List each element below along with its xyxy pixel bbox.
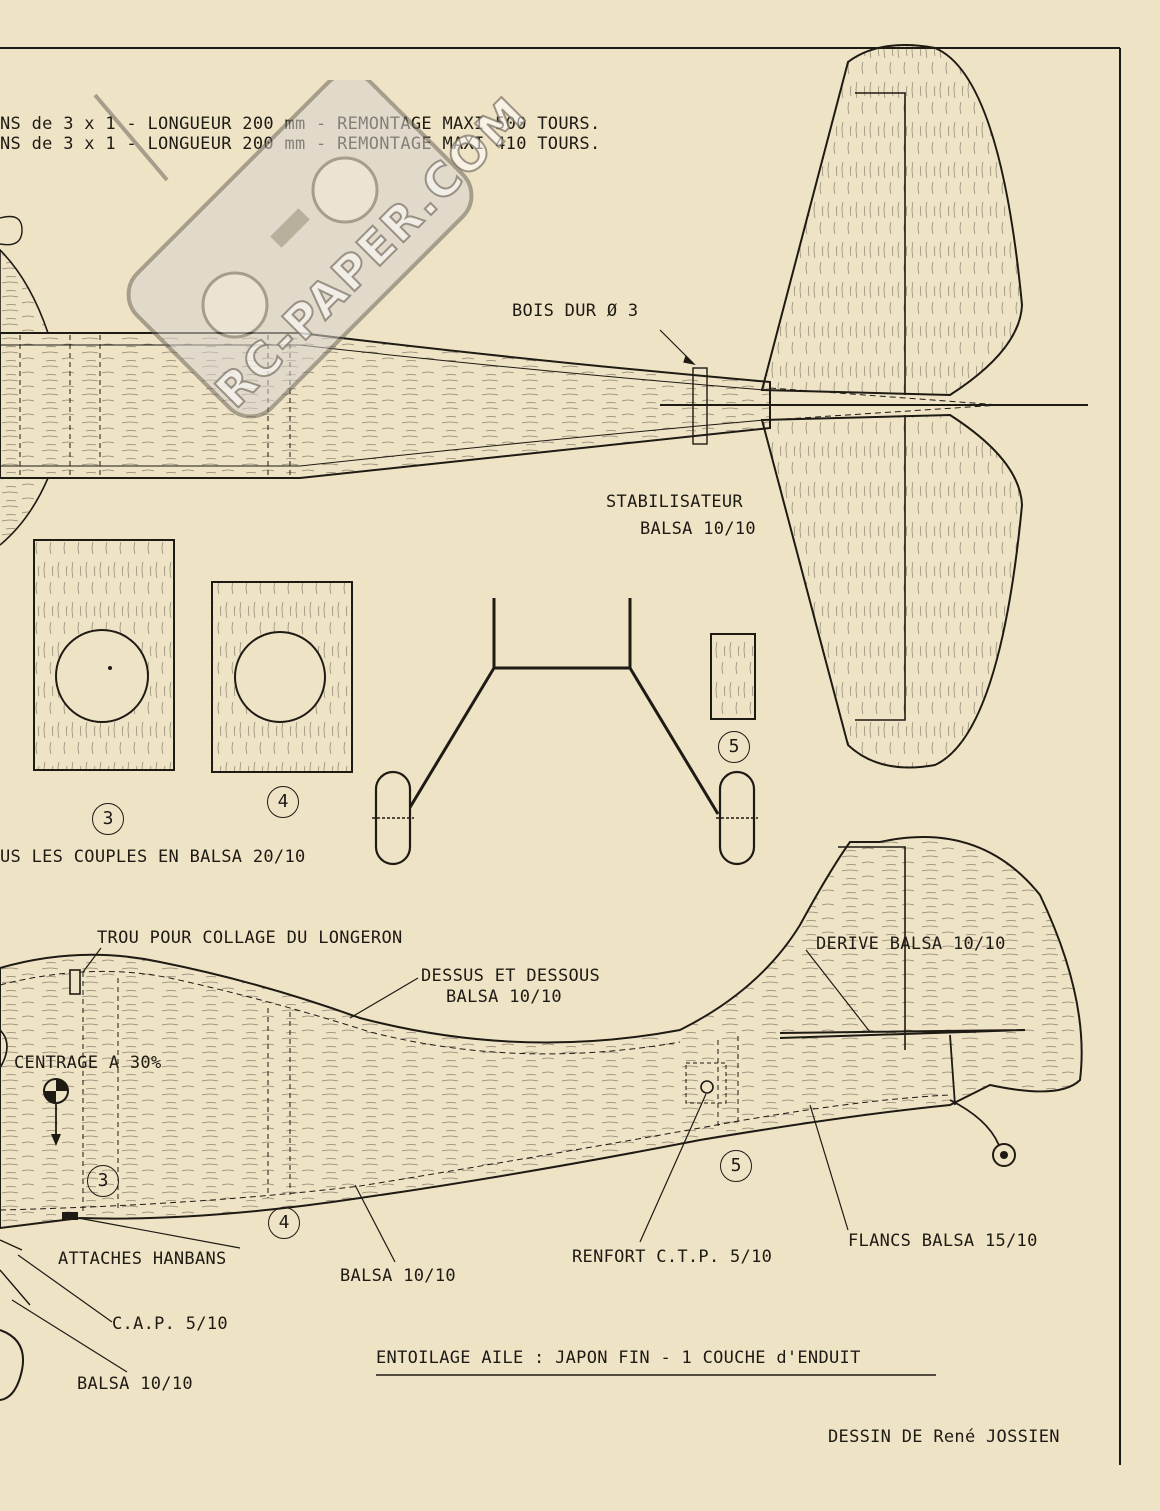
leader-lines — [11, 329, 936, 1376]
part-number-4-top: 4 — [267, 786, 299, 818]
part-number-5-side: 5 — [720, 1150, 752, 1182]
label-dessus-dessous: DESSUS ET DESSOUS — [421, 966, 601, 986]
label-dessus-balsa: BALSA 10/10 — [446, 987, 562, 1007]
label-balsa-left: BALSA 10/10 — [77, 1374, 193, 1394]
former-4 — [211, 581, 353, 773]
drawing-credit: DESSIN DE René JOSSIEN — [828, 1427, 1060, 1447]
label-balsa-bottom: BALSA 10/10 — [340, 1266, 456, 1286]
label-stabilisateur-balsa: BALSA 10/10 — [640, 519, 756, 539]
label-stabilisateur: STABILISATEUR — [606, 492, 743, 512]
label-couples: US LES COUPLES EN BALSA 20/10 — [0, 847, 306, 867]
fuselage-side-view — [0, 836, 1083, 1401]
label-trou-longeron: TROU POUR COLLAGE DU LONGERON — [97, 928, 403, 948]
cg-symbol — [43, 1078, 69, 1146]
part-number-3-top: 3 — [92, 803, 124, 835]
label-renfort: RENFORT C.T.P. 5/10 — [572, 1247, 773, 1267]
part-number-5-top: 5 — [718, 731, 750, 763]
part-number-3-side: 3 — [87, 1165, 119, 1197]
motor-note-line-2: NS de 3 x 1 - LONGUEUR 200 mm - REMONTAG… — [0, 134, 601, 154]
label-cap: C.A.P. 5/10 — [112, 1314, 228, 1334]
stabilizer — [760, 44, 1024, 769]
label-attaches-hanbans: ATTACHES HANBANS — [58, 1249, 227, 1269]
former-5 — [710, 633, 756, 720]
label-bois-dur: BOIS DUR Ø 3 — [512, 301, 639, 321]
label-flancs: FLANCS BALSA 15/10 — [848, 1231, 1038, 1251]
part-number-4-side: 4 — [268, 1207, 300, 1239]
label-entoilage: ENTOILAGE AILE : JAPON FIN - 1 COUCHE d'… — [376, 1348, 861, 1368]
former-3 — [33, 539, 175, 771]
landing-gear — [372, 598, 758, 866]
label-centrage: CENTRAGE A 30% — [14, 1053, 162, 1073]
label-derive: DERIVE BALSA 10/10 — [816, 934, 1006, 954]
motor-note-line-1: NS de 3 x 1 - LONGUEUR 200 mm - REMONTAG… — [0, 114, 601, 134]
